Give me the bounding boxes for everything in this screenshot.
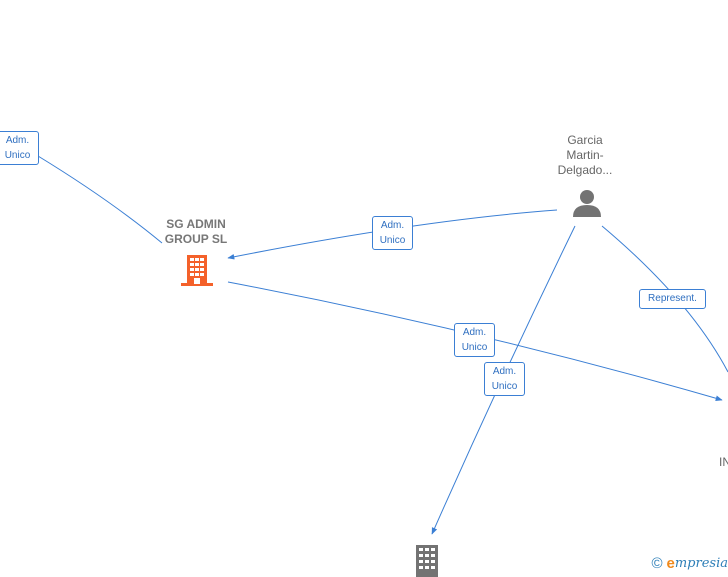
person-icon[interactable] <box>572 188 602 218</box>
node-label-sg-admin[interactable]: SG ADMIN GROUP SL <box>164 217 228 246</box>
node-label-garcia[interactable]: Garcia Martin- Delgado... <box>557 133 613 177</box>
edge-label-adm-unico[interactable]: Adm. Unico <box>0 131 39 165</box>
building-icon[interactable] <box>181 253 213 287</box>
brand-name: mpresia <box>674 555 728 571</box>
edge-topleft-sg <box>37 155 163 244</box>
copyright-symbol: © <box>651 554 663 572</box>
edge-label-represent[interactable]: Represent. <box>639 289 706 309</box>
edge-label-adm-unico[interactable]: Adm. Unico <box>484 362 525 396</box>
brand-logo-initial: e <box>666 554 675 572</box>
building-icon[interactable] <box>413 543 441 577</box>
node-label-right-partial[interactable]: IN <box>719 455 728 469</box>
edge-label-adm-unico[interactable]: Adm. Unico <box>372 216 413 250</box>
edge-label-adm-unico[interactable]: Adm. Unico <box>454 323 495 357</box>
